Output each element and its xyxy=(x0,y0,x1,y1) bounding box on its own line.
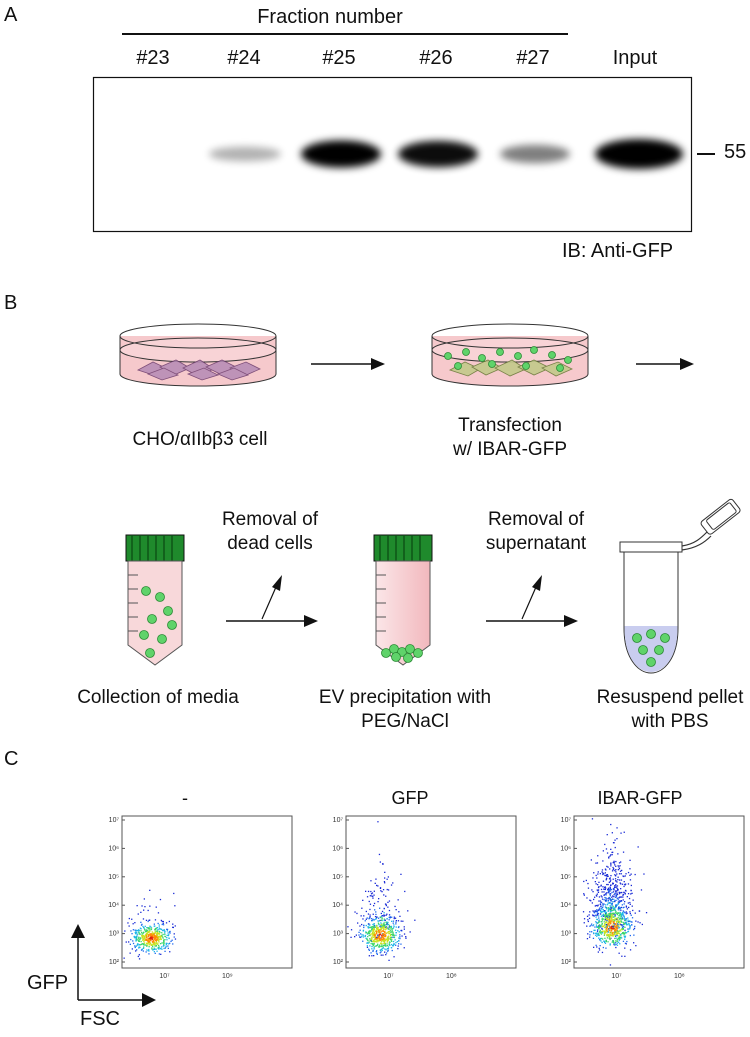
flow-y-tick-label: 10² xyxy=(333,959,344,966)
flow-y-tick-label: 10⁴ xyxy=(332,902,343,909)
flow-y-tick-label: 10² xyxy=(561,959,572,966)
flow-y-tick-label: 10⁷ xyxy=(333,817,344,824)
panel-a-label: A xyxy=(4,4,18,26)
flow-y-tick-label: 10⁷ xyxy=(561,817,572,824)
flow-y-tick-label: 10⁷ xyxy=(109,817,120,824)
fraction-header: Fraction number xyxy=(257,6,403,28)
blot-frame xyxy=(92,76,693,233)
culture-dish-cells xyxy=(119,323,277,387)
lane-label-27: #27 xyxy=(516,47,550,69)
step-cho-cell-label: CHO/αIIbβ3 cell xyxy=(132,429,268,450)
flow-y-tick-label: 10³ xyxy=(109,931,120,938)
flow-plot-negative: 10⁷ 10⁶ 10⁵ 10⁴ 10³ 10² 10⁷ 10⁹ xyxy=(108,815,293,980)
flow-y-tick-label: 10³ xyxy=(333,931,344,938)
lane-label-24: #24 xyxy=(227,47,261,69)
lane-label-23: #23 xyxy=(136,47,170,69)
step-collection-label: Collection of media xyxy=(77,687,239,708)
marker-label-55: 55 xyxy=(724,141,747,163)
flow-x-tick-label: 10⁹ xyxy=(222,973,233,980)
flow-y-tick-label: 10⁶ xyxy=(560,845,571,852)
axis-key-arrows xyxy=(71,924,156,1007)
conical-tube-precipitate xyxy=(373,534,433,666)
axis-key-fsc: FSC xyxy=(80,1008,120,1030)
flow-y-tick-label: 10³ xyxy=(561,931,572,938)
flow-y-tick-label: 10⁵ xyxy=(108,874,119,881)
arrow-removal-1 xyxy=(226,575,318,627)
western-blot xyxy=(92,76,693,233)
flow-plot-3-title: IBAR-GFP xyxy=(597,788,683,808)
conical-tube-media xyxy=(125,534,185,666)
eppendorf-tube-pbs xyxy=(619,498,741,674)
flow-events xyxy=(347,821,416,961)
flow-x-tick-label: 10⁸ xyxy=(446,973,457,980)
flow-plot-1-title: - xyxy=(182,788,188,808)
flow-x-tick-label: 10⁷ xyxy=(159,973,170,980)
flow-x-tick-label: 10⁷ xyxy=(611,973,622,980)
marker-tick xyxy=(697,153,715,155)
blot-band-24 xyxy=(209,146,281,162)
blot-band-26 xyxy=(398,140,478,168)
antibody-label: IB: Anti-GFP xyxy=(562,240,674,262)
arrow-removal-2 xyxy=(486,575,578,627)
flow-x-tick-label: 10⁷ xyxy=(383,973,394,980)
flow-y-tick-label: 10⁶ xyxy=(332,845,343,852)
fraction-bracket-line xyxy=(122,33,568,35)
flow-events xyxy=(582,818,648,966)
blot-bands xyxy=(209,139,683,169)
flow-plot-gfp: 10⁷ 10⁶ 10⁵ 10⁴ 10³ 10² 10⁷ 10⁸ xyxy=(332,815,517,980)
blot-band-25 xyxy=(301,140,381,168)
arrow-right-2 xyxy=(636,358,694,370)
panel-b-label: B xyxy=(4,292,18,314)
blot-band-27 xyxy=(500,144,570,164)
arrow-right-1 xyxy=(311,358,385,370)
flow-plot-2-title: GFP xyxy=(391,788,429,808)
blot-band-input xyxy=(595,139,683,169)
flow-y-tick-label: 10² xyxy=(109,959,120,966)
flow-events xyxy=(123,889,177,960)
lane-label-input: Input xyxy=(612,47,658,69)
axis-key-gfp: GFP xyxy=(27,972,69,994)
flow-y-tick-label: 10⁴ xyxy=(560,902,571,909)
flow-plot-ibar-gfp: 10⁷ 10⁶ 10⁵ 10⁴ 10³ 10² 10⁷ 10⁸ xyxy=(560,815,745,980)
flow-y-tick-label: 10⁵ xyxy=(560,874,571,881)
flow-y-tick-label: 10⁶ xyxy=(108,845,119,852)
lane-label-26: #26 xyxy=(419,47,453,69)
panel-c-label: C xyxy=(4,748,19,770)
flow-y-tick-label: 10⁵ xyxy=(332,874,343,881)
culture-dish-transfected xyxy=(431,323,589,387)
lane-label-25: #25 xyxy=(322,47,356,69)
flow-y-tick-label: 10⁴ xyxy=(108,902,119,909)
flow-x-tick-label: 10⁸ xyxy=(674,973,685,980)
